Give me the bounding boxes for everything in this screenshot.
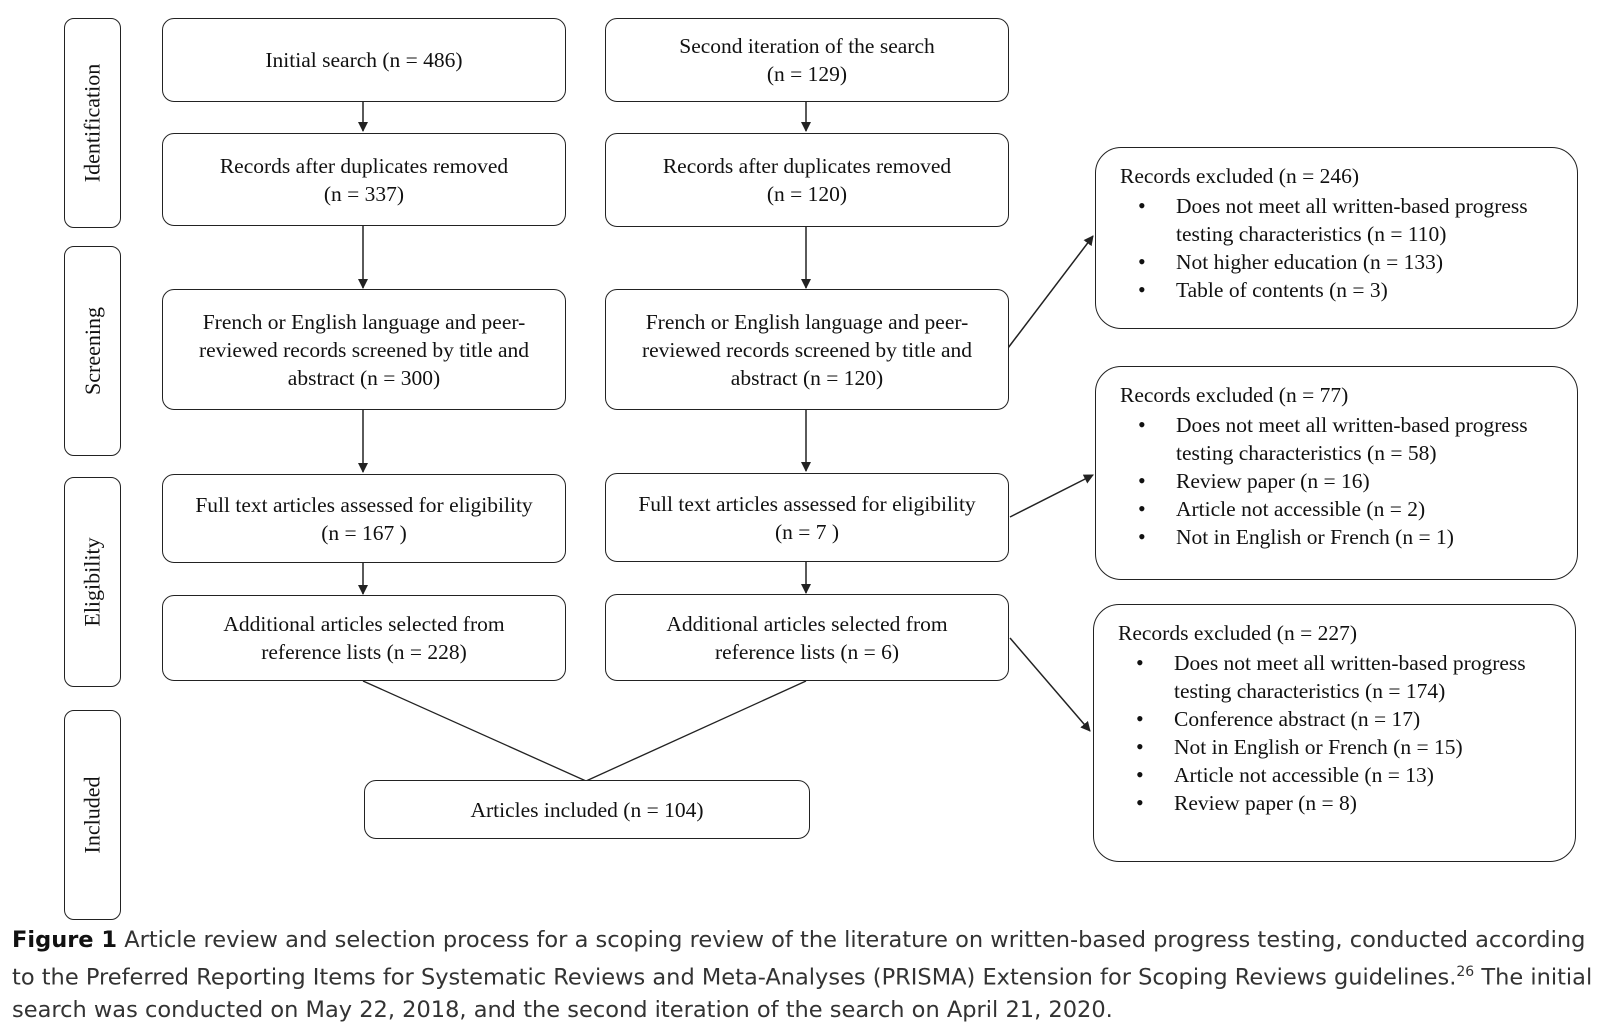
left-additional-box: Additional articles selected from refere… xyxy=(162,595,566,681)
box-line: (n = 337) xyxy=(323,181,405,206)
stage-label: Screening xyxy=(79,307,105,395)
right-additional-box: Additional articles selected from refere… xyxy=(605,594,1009,681)
box-line: (n = 120) xyxy=(766,182,848,206)
left-screened-box: French or English language and peer- rev… xyxy=(162,289,566,410)
figure-label: Figure 1 xyxy=(12,927,118,953)
stage-label: Identification xyxy=(79,63,105,183)
exclusion-item: Table of contents (n = 3) xyxy=(1138,276,1557,304)
figure-caption: Figure 1 Article review and selection pr… xyxy=(12,924,1612,1026)
exclusion-box-references: Records excluded (n = 227) Does not meet… xyxy=(1093,604,1576,862)
stage-included: Included xyxy=(64,710,121,920)
stage-eligibility: Eligibility xyxy=(64,477,121,687)
left-fulltext-box: Full text articles assessed for eligibil… xyxy=(162,474,566,563)
second-search-box: Second iteration of the search (n = 129) xyxy=(605,18,1009,102)
box-line: Records after duplicates removed xyxy=(662,154,952,178)
caption-text: Article review and selection process for… xyxy=(12,927,1586,991)
box-line: (n = 167 ) xyxy=(321,520,407,545)
right-screened-box: French or English language and peer- rev… xyxy=(605,289,1009,410)
exclusion-title: Records excluded (n = 246) xyxy=(1120,164,1359,188)
left-duplicates-removed-box: Records after duplicates removed (n = 33… xyxy=(162,133,566,226)
exclusion-title: Records excluded (n = 77) xyxy=(1120,383,1349,407)
box-line: reviewed records screened by title and xyxy=(641,337,973,362)
stage-screening: Screening xyxy=(64,246,121,456)
initial-search-box: Initial search (n = 486) xyxy=(162,18,566,102)
box-line: Second iteration of the search xyxy=(679,34,935,58)
exclusion-item: Review paper (n = 16) xyxy=(1138,467,1547,495)
exclusion-item: Not in English or French (n = 1) xyxy=(1138,523,1547,551)
exclusion-item: Not higher education (n = 133) xyxy=(1138,248,1557,276)
box-line: reference lists (n = 228) xyxy=(261,640,467,664)
exclusion-list: Does not meet all written-based progress… xyxy=(1120,192,1557,304)
right-fulltext-box: Full text articles assessed for eligibil… xyxy=(605,473,1009,562)
exclusion-item: Not in English or French (n = 15) xyxy=(1136,733,1535,761)
arrow-additional-to-exclusion-3 xyxy=(1009,637,1091,732)
stage-label: Eligibility xyxy=(79,537,105,627)
right-duplicates-removed-box: Records after duplicates removed (n = 12… xyxy=(605,133,1009,227)
box-line: Additional articles selected from xyxy=(666,611,948,636)
arrow-screened-to-exclusion-1 xyxy=(1007,235,1094,349)
box-line: Records after duplicates removed xyxy=(219,153,509,178)
exclusion-title: Records excluded (n = 227) xyxy=(1118,621,1357,645)
box-line: reference lists (n = 6) xyxy=(714,639,900,664)
exclusion-item: Does not meet all written-based progress… xyxy=(1138,192,1557,248)
box-line: French or English language and peer- xyxy=(202,309,526,334)
exclusion-item: Does not meet all written-based progress… xyxy=(1136,649,1535,705)
stage-label: Included xyxy=(79,776,105,854)
stage-identification: Identification xyxy=(64,18,121,228)
exclusion-item: Article not accessible (n = 2) xyxy=(1138,495,1547,523)
exclusion-box-screening: Records excluded (n = 246) Does not meet… xyxy=(1095,147,1578,329)
box-line: (n = 7 ) xyxy=(774,519,840,544)
box-line: Initial search (n = 486) xyxy=(265,48,463,72)
box-line: Full text articles assessed for eligibil… xyxy=(638,491,976,516)
box-line: abstract (n = 120) xyxy=(730,365,884,390)
exclusion-box-eligibility: Records excluded (n = 77) Does not meet … xyxy=(1095,366,1578,580)
caption-reference: 26 xyxy=(1456,964,1475,980)
box-line: abstract (n = 300) xyxy=(287,365,441,390)
box-line: Additional articles selected from xyxy=(223,612,505,636)
exclusion-item: Article not accessible (n = 13) xyxy=(1136,761,1535,789)
exclusion-item: Does not meet all written-based progress… xyxy=(1138,411,1547,467)
exclusion-item: Conference abstract (n = 17) xyxy=(1136,705,1535,733)
box-line: Articles included (n = 104) xyxy=(470,797,704,822)
exclusion-item: Review paper (n = 8) xyxy=(1136,789,1535,817)
box-line: reviewed records screened by title and xyxy=(198,337,530,362)
merge-line-right xyxy=(585,680,807,782)
exclusion-list: Does not meet all written-based progress… xyxy=(1118,649,1555,817)
exclusion-list: Does not meet all written-based progress… xyxy=(1120,411,1557,551)
articles-included-box: Articles included (n = 104) xyxy=(364,780,810,839)
arrow-fulltext-to-exclusion-2 xyxy=(1009,474,1094,518)
box-line: (n = 129) xyxy=(766,62,848,86)
box-line: French or English language and peer- xyxy=(645,309,969,334)
merge-line-left xyxy=(362,680,587,782)
box-line: Full text articles assessed for eligibil… xyxy=(195,492,533,517)
